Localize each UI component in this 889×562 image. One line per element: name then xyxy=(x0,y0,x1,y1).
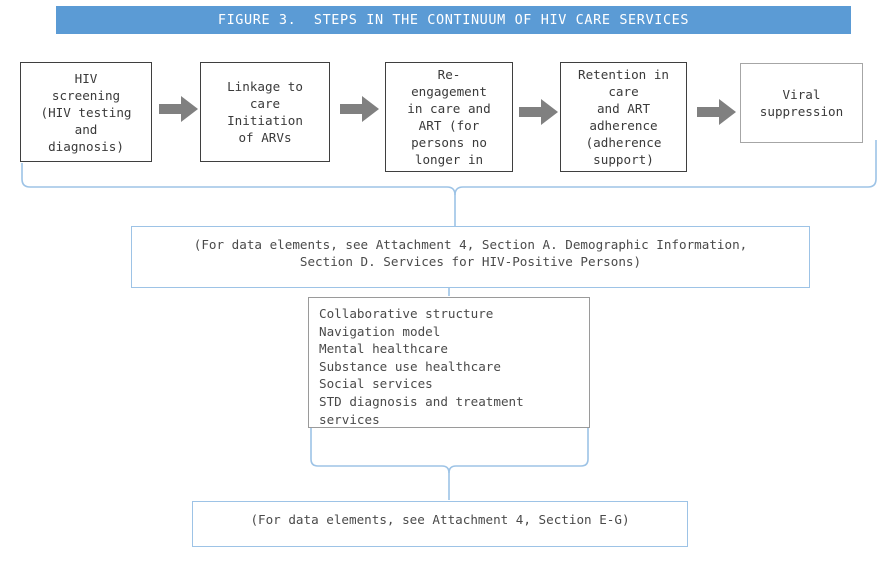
list-item: Substance use healthcare xyxy=(319,358,501,374)
list-item: Navigation model xyxy=(319,323,441,339)
list-item: STD diagnosis and treatment xyxy=(319,393,524,409)
arrow-right-icon-2 xyxy=(340,96,379,122)
step-box-hiv-screening: HIV screening (HIV testing and diagnosis… xyxy=(20,62,152,162)
step-box-viral-suppression-label: Viral suppression xyxy=(759,87,844,119)
step-box-re-engagement: Re- engagement in care and ART (for pers… xyxy=(385,62,513,172)
list-item: Mental healthcare xyxy=(319,341,448,357)
note-box-upper: (For data elements, see Attachment 4, Se… xyxy=(131,226,810,288)
step-box-linkage-to-care: Linkage to care Initiation of ARVs xyxy=(200,62,330,162)
arrow-right-icon-4 xyxy=(697,99,736,125)
step-box-retention-in-care-label: Retention in care and ART adherence (adh… xyxy=(578,67,669,167)
arrow-right-icon-3 xyxy=(519,99,558,125)
note-box-lower: (For data elements, see Attachment 4, Se… xyxy=(192,501,688,547)
step-box-hiv-screening-label: HIV screening (HIV testing and diagnosis… xyxy=(40,70,132,154)
arrow-right-icon-1 xyxy=(159,96,198,122)
figure-title-banner: FIGURE 3. STEPS IN THE CONTINUUM OF HIV … xyxy=(56,6,851,34)
list-item: Collaborative structure xyxy=(319,306,494,321)
step-box-linkage-to-care-label: Linkage to care Initiation of ARVs xyxy=(227,79,303,145)
step-box-re-engagement-label: Re- engagement in care and ART (for pers… xyxy=(407,67,491,167)
figure-title-text: FIGURE 3. STEPS IN THE CONTINUUM OF HIV … xyxy=(217,12,690,28)
services-list-box: Collaborative structure Navigation model… xyxy=(308,297,590,428)
note-box-upper-text: (For data elements, see Attachment 4, Se… xyxy=(193,237,748,269)
step-box-viral-suppression: Viral suppression xyxy=(740,63,863,143)
step-box-retention-in-care: Retention in care and ART adherence (adh… xyxy=(560,62,687,172)
list-item: Social services xyxy=(319,376,433,392)
list-item: services xyxy=(319,411,380,427)
note-box-lower-text: (For data elements, see Attachment 4, Se… xyxy=(250,512,630,527)
